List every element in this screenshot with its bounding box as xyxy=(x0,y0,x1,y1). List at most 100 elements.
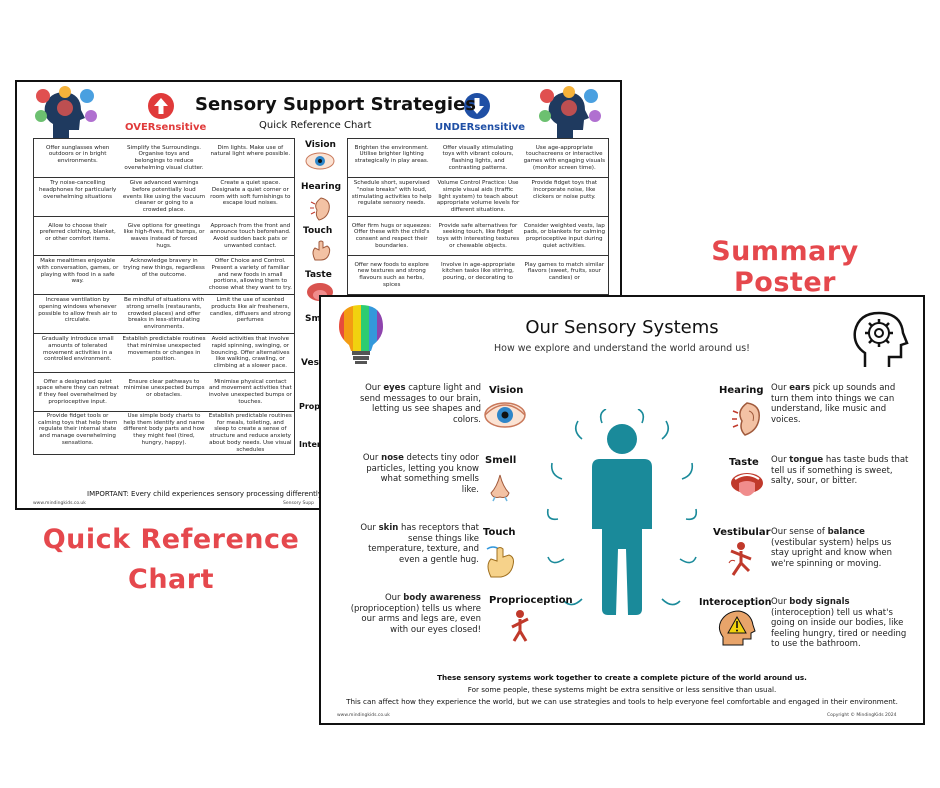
strategy-text: Try noise-cancelling headphones for part… xyxy=(38,180,117,200)
strategy-text: Offer new foods to explore new textures … xyxy=(354,261,429,288)
under-label: UNDERsensitive xyxy=(435,122,526,133)
strategy-row: Offer sunglasses when outdoors or in bri… xyxy=(33,138,295,178)
strategy-cell: Schedule short, supervised "noise breaks… xyxy=(347,177,609,217)
strategy-row: Try noise-cancelling headphones for part… xyxy=(33,177,295,217)
sense-hearing-label: Hearing xyxy=(301,182,342,192)
poster-footer-left: www.mindingkids.co.uk xyxy=(337,713,390,718)
strategy-text: Increase ventilation by opening windows … xyxy=(38,297,118,324)
strategy-cell: Offer a designated quiet space where the… xyxy=(33,372,295,412)
over-strategies-table: Offer sunglasses when outdoors or in bri… xyxy=(33,138,295,456)
strategy-text: Be mindful of situations with strong sme… xyxy=(123,297,205,331)
vision-description: Our eyes capture light and send messages… xyxy=(351,383,481,425)
strategy-cell: Allow to choose their preferred clothing… xyxy=(33,216,295,256)
strategy-cell: Offer firm hugs or squeezes: Offer these… xyxy=(347,216,609,256)
vision-pre: Our xyxy=(365,383,384,393)
chart-subtitle: Quick Reference Chart xyxy=(259,120,372,131)
strategy-cell: Increase ventilation by opening windows … xyxy=(33,294,295,334)
strategy-row: Allow to choose their preferred clothing… xyxy=(33,216,295,256)
strategy-text: Use age-appropriate touchscreens or inte… xyxy=(523,144,605,171)
strategy-text: Approach from the front and announce tou… xyxy=(209,222,291,249)
proprioception-label: Proprioception xyxy=(489,595,573,606)
strategy-text: Offer visually stimulating toys with vib… xyxy=(442,144,514,171)
taste-pre: Our xyxy=(771,455,790,465)
summary-poster-label: Summary Poster xyxy=(711,236,859,298)
ear-icon xyxy=(310,197,330,221)
head-gear-icon xyxy=(853,311,909,367)
taste-bold: tongue xyxy=(789,455,824,465)
strategy-cell: Brighten the environment. Utilise bright… xyxy=(347,138,609,178)
hearing-pre: Our xyxy=(771,383,790,393)
strategy-text: Allow to choose their preferred clothing… xyxy=(39,222,116,242)
touch-pre: Our xyxy=(360,523,379,533)
strategy-text: Offer sunglasses when outdoors or in bri… xyxy=(45,144,110,164)
strategy-row: Brighten the environment. Utilise bright… xyxy=(347,138,609,178)
strategy-text: Make mealtimes enjoyable with conversati… xyxy=(36,258,119,285)
smell-description: Our nose detects tiny odor particles, le… xyxy=(361,453,479,495)
poster-subtitle: How we explore and understand the world … xyxy=(494,343,750,354)
hand-icon xyxy=(312,240,331,261)
touch-description: Our skin has receptors that sense things… xyxy=(351,523,479,565)
person-walking-icon xyxy=(511,610,529,642)
poster-footer-right: Copyright © MindingKids 2024 xyxy=(827,713,897,718)
vestibular-bold: balance xyxy=(827,527,865,537)
strategy-cell: Try noise-cancelling headphones for part… xyxy=(33,177,295,217)
hand-icon xyxy=(486,546,514,578)
smell-label: Smell xyxy=(485,455,517,466)
strategy-text: Ensure clear pathways to minimise unexpe… xyxy=(123,378,205,398)
taste-description: Our tongue has taste buds that tell us i… xyxy=(771,455,911,487)
head-warning-icon xyxy=(718,610,756,646)
nose-icon xyxy=(490,474,510,502)
strategy-row: Schedule short, supervised "noise breaks… xyxy=(347,177,609,217)
strategy-row: Offer firm hugs or squeezes: Offer these… xyxy=(347,216,609,256)
strategy-text: Acknowledge bravery in trying new things… xyxy=(123,258,205,278)
sense-taste-label: Taste xyxy=(305,270,332,280)
summary-poster: Our Sensory Systems How we explore and u… xyxy=(319,295,925,725)
strategy-row: Offer a designated quiet space where the… xyxy=(33,372,295,412)
vestibular-pre: Our sense of xyxy=(771,527,828,537)
strategy-text: Use simple body charts to help them iden… xyxy=(123,413,205,446)
strategy-text: Offer a designated quiet space where the… xyxy=(36,378,119,405)
strategy-text: Simplify the Surroundings. Organise toys… xyxy=(124,144,204,171)
vestibular-post: (vestibular system) helps us stay uprigh… xyxy=(771,537,892,569)
strategy-text: Offer Choice and Control. Present a vari… xyxy=(208,258,292,292)
touch-bold: skin xyxy=(378,523,399,533)
important-note: IMPORTANT: Every child experiences senso… xyxy=(87,490,331,498)
strategy-text: Schedule short, supervised "noise breaks… xyxy=(351,180,432,207)
strategy-text: Avoid activities that involve rapid spin… xyxy=(211,336,290,370)
strategy-text: Dim lights. Make use of natural light wh… xyxy=(210,144,291,158)
strategy-row: Offer new foods to explore new textures … xyxy=(347,255,609,295)
interoception-pre: Our xyxy=(771,597,790,607)
strategy-text: Play games to match similar flavors (swe… xyxy=(524,261,605,281)
sense-touch-label: Touch xyxy=(303,226,333,236)
strategy-text: Establish predictable routines that mini… xyxy=(122,336,206,363)
strategy-text: Volume Control Practice: Use simple visu… xyxy=(436,180,520,214)
taste-label: Taste xyxy=(729,457,759,468)
rainbow-lightbulb-icon xyxy=(339,305,383,364)
strategy-text: Involve in age-appropriate kitchen tasks… xyxy=(441,261,515,281)
strategy-cell: Provide fidget tools or calming toys tha… xyxy=(33,410,295,456)
strategy-text: Give advanced warnings before potentiall… xyxy=(122,180,206,214)
smell-pre: Our xyxy=(362,453,382,463)
body-figure-icon xyxy=(546,409,698,615)
vestibular-description: Our sense of balance (vestibular system)… xyxy=(771,527,911,569)
chart-footer-left: www.mindingkids.co.uk xyxy=(33,501,86,506)
strategy-text: Provide fidget tools or calming toys tha… xyxy=(38,413,118,446)
eye-icon xyxy=(484,402,526,428)
proprioception-bold: body awareness xyxy=(403,593,481,603)
smell-post: detects tiny odor particles, letting you… xyxy=(366,453,479,495)
quick-reference-label-line2: Chart xyxy=(128,564,214,595)
sense-vision-label: Vision xyxy=(305,140,336,150)
interoception-bold: body signals xyxy=(789,597,850,607)
poster-bottom-bold: These sensory systems work together to c… xyxy=(437,673,807,682)
over-label: OVERsensitive xyxy=(125,122,207,133)
strategy-cell: Offer new foods to explore new textures … xyxy=(347,255,609,295)
strategy-row: Gradually introduce small amounts of tol… xyxy=(33,333,295,373)
tongue-icon xyxy=(731,473,763,496)
strategy-text: Create a quiet space. Designate a quiet … xyxy=(210,180,291,207)
touch-post: has receptors that sense things like tem… xyxy=(368,523,479,565)
strategy-row: Provide fidget tools or calming toys tha… xyxy=(33,410,295,456)
person-balancing-icon xyxy=(728,542,752,576)
strategy-row: Make mealtimes enjoyable with conversati… xyxy=(33,255,295,295)
over-arrow-icon xyxy=(148,93,174,119)
quick-reference-label-line1: Quick Reference xyxy=(42,524,300,555)
